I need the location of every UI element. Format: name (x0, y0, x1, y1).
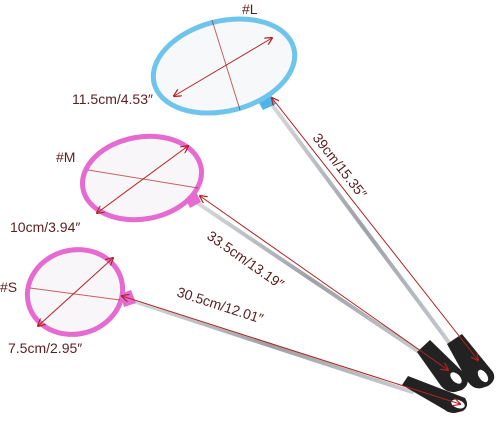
dimension-lines (29, 19, 478, 404)
net-medium-hoop (79, 133, 205, 223)
net-large-diameter-label: 11.5cm/4.53″ (72, 91, 153, 107)
net-large-diameter-line (174, 38, 272, 96)
net-small-rod (128, 298, 414, 394)
net-medium-cross-line (87, 169, 199, 189)
net-small-length-line (122, 296, 460, 404)
net-large-cross-line (211, 19, 241, 111)
net-small-diameter-line (38, 258, 113, 326)
net-small-hoop (24, 247, 126, 337)
net-small-cross-line (29, 287, 121, 301)
net-small-diameter-label: 7.5cm/2.95″ (8, 340, 82, 356)
net-medium-mesh (81, 135, 203, 221)
net-medium (79, 133, 468, 393)
net-large-handle-hole (477, 369, 489, 383)
net-medium-diameter-label: 10cm/3.94″ (10, 219, 80, 235)
net-large-size-tag: #L (242, 1, 258, 17)
net-medium-length-line (200, 196, 448, 370)
net-medium-diameter-line (97, 146, 188, 213)
net-small-size-tag: #S (0, 279, 17, 295)
net-medium-size-tag: #M (56, 149, 75, 165)
